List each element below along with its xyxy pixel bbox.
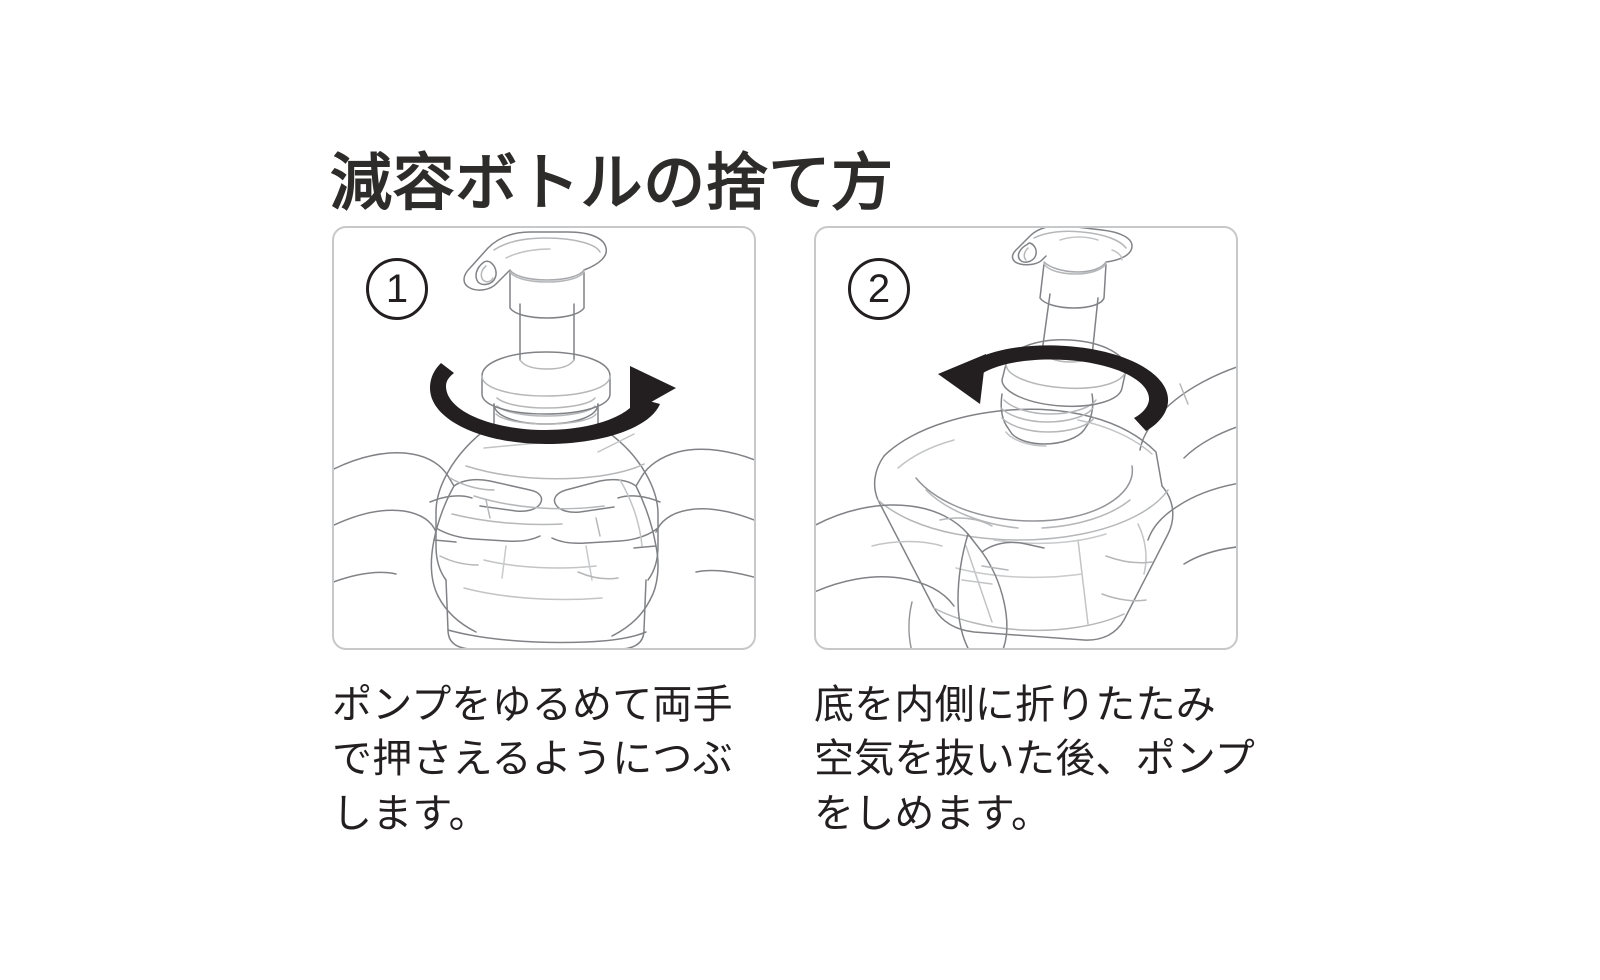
step-2-caption-line-1: 底を内側に折りたたみ <box>814 683 1216 727</box>
step-1-caption: ポンプをゆるめて両手 で押さえるようにつぶ します。 <box>332 678 762 841</box>
step-2: 2 <box>814 226 1255 841</box>
step-2-illustration-panel: 2 <box>814 226 1238 650</box>
pump-bottle-squeeze-illustration <box>334 231 754 648</box>
step-1-caption-line-3: します。 <box>332 791 489 836</box>
step-1-illustration-panel: 1 <box>332 226 756 650</box>
steps-container: 1 <box>332 226 1255 841</box>
step-2-number-badge: 2 <box>848 258 910 320</box>
page-title: 減容ボトルの捨て方 <box>330 148 894 218</box>
step-1-caption-line-1: ポンプをゆるめて両手 <box>332 683 733 727</box>
rotate-arrow-counter-clockwise <box>938 345 1169 431</box>
step-2-caption-line-3: をしめます。 <box>814 791 1052 836</box>
step-2-caption: 底を内側に折りたたみ 空気を抜いた後、ポンプ をしめます。 <box>814 678 1255 841</box>
step-2-caption-line-2: 空気を抜いた後、ポンプ <box>814 737 1255 782</box>
step-1: 1 <box>332 226 756 841</box>
step-1-number-badge: 1 <box>366 258 428 320</box>
rotate-arrow-clockwise <box>430 363 676 444</box>
collapsed-bottle-tighten-illustration <box>816 228 1236 648</box>
step-1-caption-line-2: で押さえるようにつぶ <box>332 737 733 782</box>
